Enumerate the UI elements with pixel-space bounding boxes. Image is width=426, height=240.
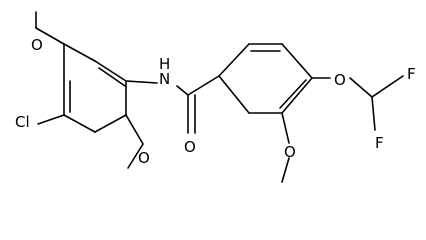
bond bbox=[281, 43, 313, 79]
bond bbox=[94, 60, 127, 82]
bond bbox=[127, 143, 144, 169]
bond bbox=[63, 43, 96, 62]
bond bbox=[125, 80, 158, 84]
bond bbox=[125, 114, 144, 145]
bond bbox=[371, 96, 376, 131]
bond bbox=[98, 67, 126, 87]
bond bbox=[187, 75, 220, 96]
bond bbox=[349, 77, 373, 98]
atom-label-oxygen: O bbox=[31, 36, 43, 54]
atom-label-oxygen: O bbox=[334, 71, 346, 89]
bond bbox=[37, 114, 65, 125]
atom-label-chlorine: Cl bbox=[15, 113, 30, 131]
atom-label-oxygen: O bbox=[184, 138, 196, 156]
bond bbox=[35, 27, 65, 45]
bond bbox=[176, 85, 189, 96]
bonds bbox=[35, 11, 404, 183]
atom-label-fluorine: F bbox=[375, 134, 384, 152]
bond bbox=[371, 75, 404, 98]
atom-label-fluorine: F bbox=[407, 65, 416, 83]
atom-label-oxygen: O bbox=[138, 149, 150, 167]
bond bbox=[94, 114, 127, 133]
bond bbox=[279, 79, 307, 109]
atom-label-oxygen: O bbox=[284, 143, 296, 161]
bond bbox=[218, 43, 250, 77]
bond bbox=[218, 75, 250, 114]
bond bbox=[281, 157, 290, 183]
bond bbox=[63, 114, 96, 133]
bond bbox=[281, 112, 290, 144]
bond bbox=[281, 77, 313, 114]
